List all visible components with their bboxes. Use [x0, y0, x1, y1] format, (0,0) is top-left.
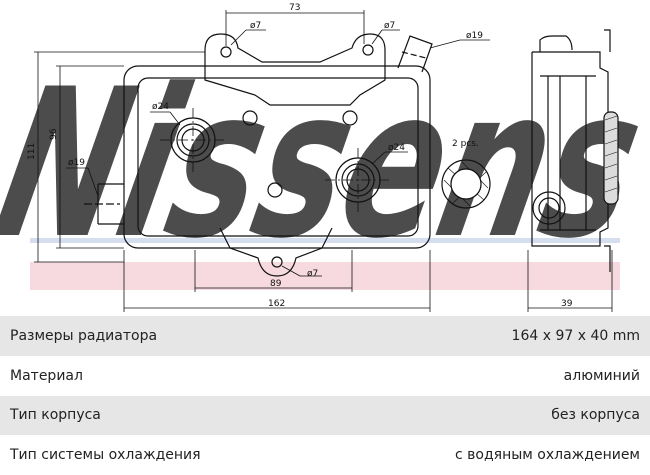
dim-d19-left: ø19: [68, 158, 85, 168]
top-right-bolt-hole: [362, 44, 374, 56]
dim-d7-top-left: ø7: [250, 21, 261, 31]
spec-label: Материал: [10, 367, 83, 384]
watermark-stripe-blue: [30, 238, 620, 243]
side-view: [531, 29, 619, 272]
dim-d24-left: ø24: [152, 102, 169, 112]
spec-value: с водяным охлаждением: [455, 447, 640, 464]
dim-side-width: 39: [561, 299, 573, 309]
technical-drawing: Nissens: [0, 3, 650, 312]
seal-ring-outer: [441, 159, 491, 209]
dim-d19-top: ø19: [466, 31, 483, 41]
dim-height-inner: 96: [49, 128, 59, 140]
dim-d7-bottom: ø7: [307, 269, 318, 279]
top-flange: [204, 33, 386, 106]
inner-hole-center: [267, 182, 283, 198]
spec-value: 164 x 97 x 40 mm: [511, 327, 640, 344]
bottom-flange: [219, 227, 333, 277]
watermark-stripe-pink: [30, 262, 620, 290]
spec-row-cooling-type: Тип системы охлаждения с водяным охлажде…: [0, 435, 650, 475]
inner-hole-right: [342, 110, 358, 126]
dim-d24-right: ø24: [388, 143, 405, 153]
dim-top-span: 73: [289, 3, 300, 13]
spec-table: Размеры радиатора 164 x 97 x 40 mm Матер…: [0, 316, 650, 475]
top-left-bolt-hole: [220, 46, 232, 58]
spec-label: Тип системы охлаждения: [10, 447, 201, 464]
spec-label: Размеры радиатора: [10, 327, 158, 344]
dim-bottom-span: 89: [270, 279, 282, 289]
bottom-bolt-hole: [271, 256, 283, 268]
dim-height-outer: 111: [27, 143, 37, 160]
seal-quantity-note: 2 pcs.: [452, 139, 479, 149]
dim-d7-top-right: ø7: [384, 21, 395, 31]
inner-hole-left: [242, 110, 258, 126]
cooler-body-inner: [137, 77, 419, 237]
nissens-watermark: Nissens: [0, 45, 650, 283]
spec-row-housing-type: Тип корпуса без корпуса: [0, 395, 650, 436]
spec-row-material: Материал алюминий: [0, 356, 650, 396]
cooler-body-outer: [123, 65, 431, 249]
spec-value: алюминий: [563, 367, 640, 384]
spec-value: без корпуса: [551, 407, 640, 424]
spec-label: Тип корпуса: [10, 407, 101, 424]
dim-overall-width: 162: [268, 299, 285, 309]
spec-row-dimensions: Размеры радиатора 164 x 97 x 40 mm: [0, 316, 650, 356]
